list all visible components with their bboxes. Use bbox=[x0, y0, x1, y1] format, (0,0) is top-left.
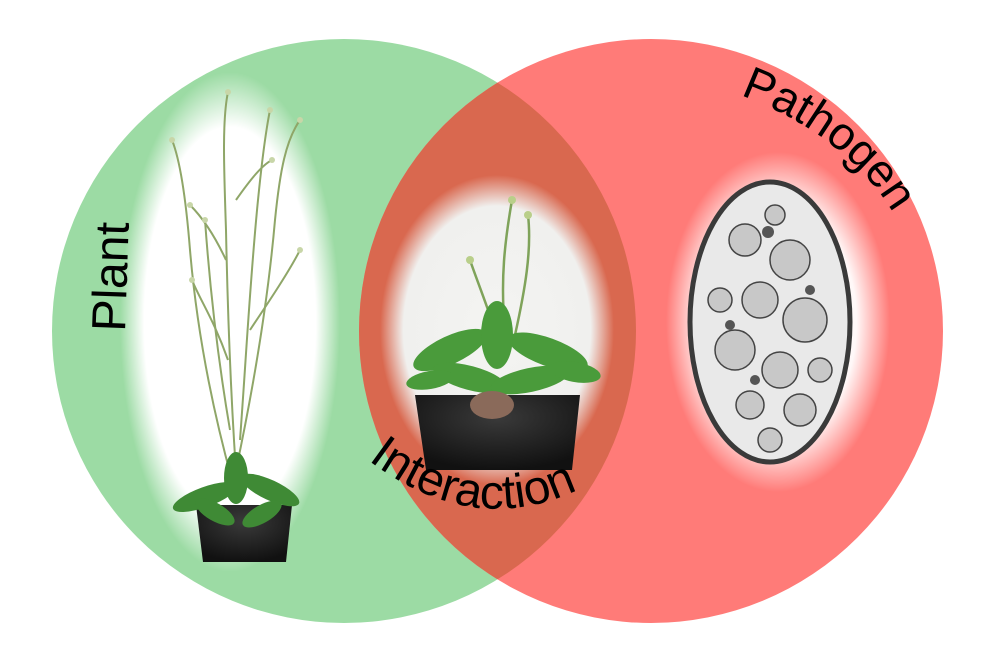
arabidopsis-plant-photo bbox=[120, 72, 340, 572]
infected-plant-photo bbox=[380, 175, 614, 485]
pathogen-cell-micrograph bbox=[666, 152, 890, 492]
plant-label: Plant bbox=[83, 221, 140, 332]
